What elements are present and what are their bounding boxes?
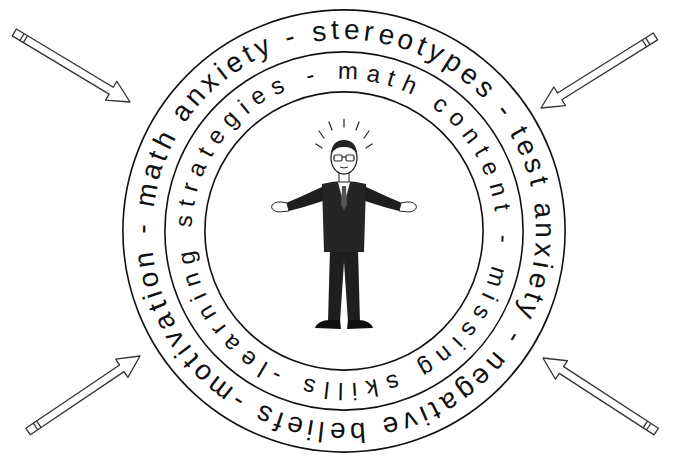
ring-letter: - — [500, 326, 529, 349]
ring-letter: m — [130, 181, 162, 209]
ring-letter: r — [177, 180, 202, 194]
ring-letter: b — [349, 417, 366, 446]
ring-letter: e — [202, 123, 229, 148]
ring-letter: o — [444, 105, 470, 131]
ring-letter: s — [468, 301, 495, 324]
ring-letter: t — [524, 173, 553, 188]
ring-letter: e — [329, 418, 346, 447]
ring-letter: t — [330, 16, 339, 44]
ring-letter: t — [490, 202, 515, 212]
ring-outline — [164, 51, 524, 411]
ring-letter — [492, 219, 516, 227]
ring-letter: e — [376, 19, 397, 50]
ring-letter: g — [216, 106, 242, 132]
ring-letter: t — [193, 143, 217, 161]
ring-letter: i — [448, 333, 469, 354]
ring-letter: s — [301, 374, 318, 400]
ring-letter: - — [492, 234, 516, 243]
ring-letter — [321, 60, 330, 85]
ring-letter: - — [268, 363, 285, 388]
ring-letter: - — [282, 23, 298, 52]
ring-letter: i — [528, 260, 557, 271]
ring-letter: i — [351, 378, 358, 402]
ring-letter: n — [178, 270, 205, 290]
man-figure — [272, 119, 417, 329]
ring-letter: i — [478, 290, 502, 305]
ring-letter: a — [217, 331, 243, 357]
ring-letter — [490, 250, 515, 260]
ring-letter: s — [457, 318, 483, 342]
ring-letter — [527, 187, 556, 200]
ring-letter: x — [529, 242, 558, 259]
ring-letter — [284, 370, 298, 395]
ring-letter: - — [490, 98, 518, 122]
ring-band: learning strategies - math content - mis… — [164, 51, 524, 411]
ring-circle — [123, 10, 565, 452]
ring-letter: e — [246, 82, 270, 109]
ring-letter: l — [317, 416, 326, 445]
ring-letter — [129, 238, 157, 247]
ring-letter: n — [130, 250, 160, 269]
ring-letter: t — [470, 142, 494, 160]
ring-letter: a — [183, 158, 210, 180]
ring-letter: - — [303, 62, 316, 87]
ring-label: learning strategies - math content - mis… — [164, 51, 524, 411]
ring-letter — [129, 211, 158, 221]
ring-letter: s — [172, 215, 197, 228]
ring-letter: a — [136, 160, 167, 183]
ring-letter — [287, 67, 301, 92]
ring-letter: i — [234, 96, 253, 118]
ring-letter — [297, 20, 310, 49]
ring-letter: n — [531, 222, 559, 238]
ring-letter: t — [174, 198, 199, 209]
ring-letter: m — [338, 59, 359, 83]
ring-letter: n — [458, 122, 485, 147]
ring-letter: c — [429, 91, 453, 117]
ring-letter: h — [398, 71, 420, 98]
ring-letter: e — [235, 345, 260, 372]
ring-letter: a — [529, 200, 559, 218]
ring-letter: s — [266, 72, 287, 99]
ring-letter: e — [380, 411, 402, 442]
ring-letter: k — [364, 376, 380, 402]
ring-letter: o — [134, 269, 165, 291]
ring-letter: g — [415, 354, 439, 381]
ring-letter — [402, 365, 418, 390]
ring-letter: e — [523, 270, 554, 292]
ring-letter: l — [322, 378, 330, 402]
ring-letter: g — [173, 250, 199, 267]
ring-letter: n — [193, 301, 220, 325]
ring-letter: r — [206, 319, 230, 340]
inward-arrows — [9, 23, 663, 441]
ring-letter: n — [432, 342, 457, 369]
ring-circle — [205, 92, 483, 370]
ring-circle — [165, 52, 523, 410]
ring-letter: m — [483, 264, 512, 290]
ring-letter: s — [310, 17, 327, 47]
ring-letter: a — [365, 61, 383, 87]
ring-letter — [369, 415, 381, 444]
ring-letter: i — [186, 290, 210, 305]
ring-letter: s — [518, 154, 549, 176]
ring-letter: t — [385, 66, 399, 91]
ring-letter: s — [383, 370, 402, 397]
ring-band: motivation - math anxiety - stereotypes … — [122, 9, 566, 453]
ring-letter: i — [305, 415, 316, 444]
ring-letter — [417, 82, 435, 106]
ring-letter: e — [284, 410, 306, 441]
ring-letter: - — [129, 224, 157, 234]
ring-letter — [172, 236, 196, 244]
ring-letter: e — [343, 16, 360, 45]
ring-letter: n — [485, 179, 512, 198]
ring-letter: l — [254, 357, 271, 380]
ring-letter: e — [477, 157, 504, 179]
ring-letter: l — [338, 379, 344, 403]
ring-letter: r — [363, 17, 376, 46]
